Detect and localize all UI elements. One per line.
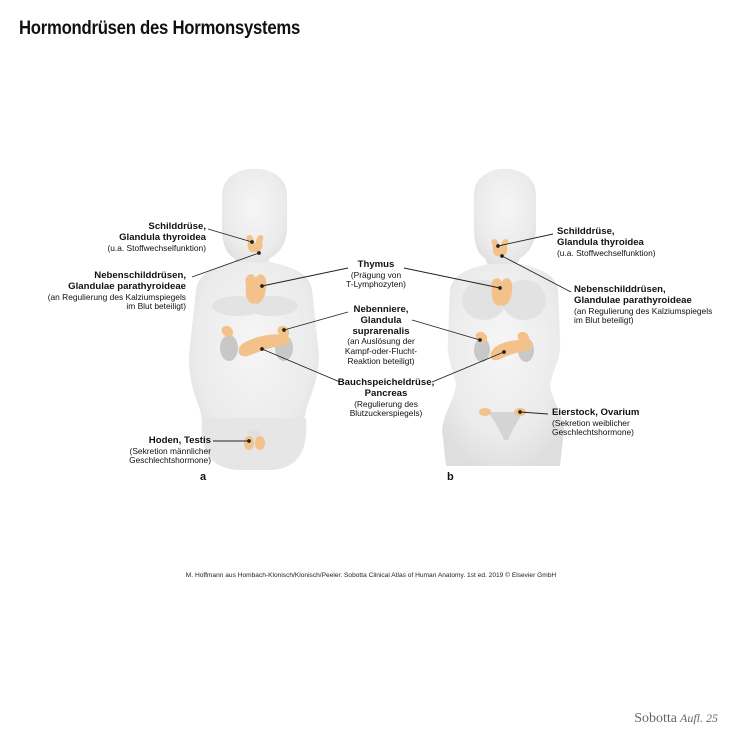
female-glands [475,239,534,416]
label-desc: (u.a. Stoffwechselfunktion) [107,242,206,253]
leader-lines [191,228,572,443]
label-latin: Pancreas [364,387,408,399]
brand-name: Sobotta [634,711,677,726]
label-name: Nebenschilddrüsen, [574,284,666,295]
label-b-thyroid: Schilddrüse, Glandula thyroidea (u.a. St… [557,226,656,258]
label-desc: (Sekretion männlicher [129,445,211,456]
label-name: Bauchspeicheldrüse, [337,377,435,388]
label-a-parathyroid: Nebenschilddrüsen, Glandulae parathyroid… [47,270,186,312]
panel-label-a: a [200,471,207,483]
label-desc: Kampf-oder-Flucht- [344,345,418,356]
male-glands [221,235,290,450]
label-latin: suprarenalis [352,325,410,337]
label-desc: im Blut beteiligt) [574,315,634,326]
panel-label-b: b [447,471,454,483]
brand-edition: Aufl. 25 [680,711,718,725]
label-desc: T-Lymphozyten) [346,279,406,290]
label-a-thyroid: Schilddrüse, Glandula thyroidea (u.a. St… [107,221,206,253]
label-name: Schilddrüse, [148,221,206,232]
label-name: Eierstock, Ovarium [552,407,640,418]
label-desc: (Prägung von [350,269,402,280]
label-desc: (Sekretion weiblicher [552,417,630,428]
label-desc: im Blut beteiligt) [126,301,186,312]
label-desc: (Regulierung des [354,398,418,409]
female-body [442,168,564,466]
label-latin: Glandula [360,314,402,326]
page-title: Hormondrüsen des Hormonsystems [19,18,301,39]
label-name: Schilddrüse, [557,226,615,237]
label-b-ovary: Eierstock, Ovarium (Sekretion weiblicher… [552,407,640,438]
male-body [189,168,319,470]
label-latin: Glandula thyroidea [119,231,206,243]
image-credit: M. Hoffmann aus Hombach-Klonisch/Klonisc… [185,572,557,579]
label-desc: Geschlechtshormone) [552,427,634,438]
label-desc: Geschlechtshormone) [129,455,211,466]
label-desc: Reaktion beteiligt) [347,355,415,366]
label-desc: (an Regulierung des Kalziumspiegels [47,291,186,302]
label-latin: Glandula thyroidea [557,236,644,248]
label-name: Nebenniere, [353,304,409,315]
label-desc: (u.a. Stoffwechselfunktion) [557,247,656,258]
label-pancreas: Bauchspeicheldrüse, Pancreas (Regulierun… [321,377,451,419]
label-name: Nebenschilddrüsen, [94,270,186,281]
label-name: Hoden, Testis [148,435,211,446]
label-desc: (an Regulierung des Kalziumspiegels [574,305,713,316]
label-b-parathyroid: Nebenschilddrüsen, Glandulae parathyroid… [574,284,713,326]
label-thymus: Thymus (Prägung von T-Lymphozyten) [326,259,426,290]
label-latin: Glandulae parathyroideae [574,294,692,306]
label-desc: (an Auslösung der [347,336,415,347]
label-name: Thymus [357,259,395,270]
label-desc: Blutzuckerspiegels) [349,408,423,419]
label-adrenal: Nebenniere, Glandula suprarenalis (an Au… [326,304,436,366]
label-latin: Glandulae parathyroideae [68,280,186,292]
label-a-testis: Hoden, Testis (Sekretion männlicher Gesc… [129,435,211,466]
